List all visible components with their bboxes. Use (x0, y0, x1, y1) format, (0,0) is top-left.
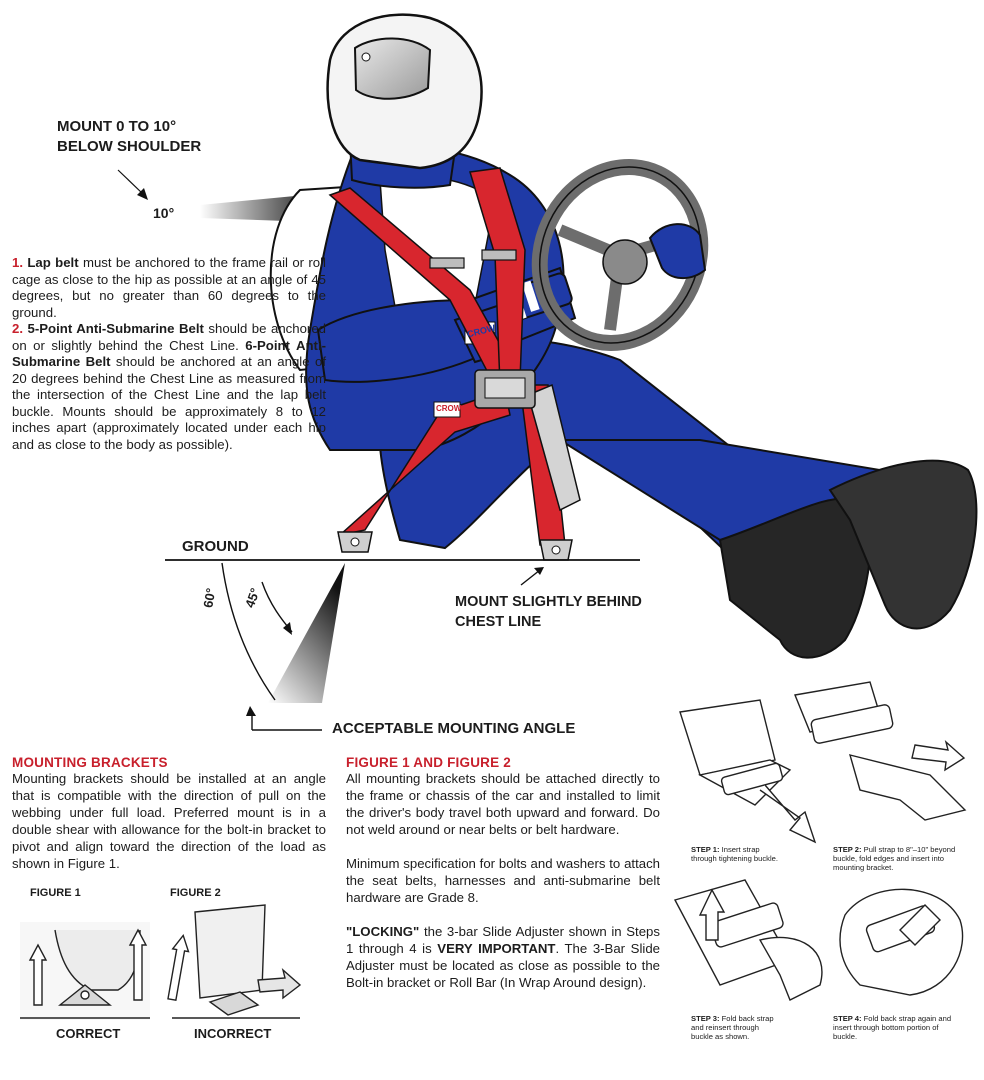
very-important-label: VERY IMPORTANT (437, 941, 555, 956)
figure2-label: FIGURE 2 (170, 887, 221, 899)
step-3-caption: STEP 3: Fold back strap and reinsert thr… (691, 1014, 783, 1041)
step-3-label: STEP 3: (691, 1014, 720, 1023)
step-2-caption: STEP 2: Pull strap to 8"–10" beyond buck… (833, 845, 968, 872)
mount-behind-line2: CHEST LINE (455, 612, 642, 632)
mounting-brackets-section: MOUNTING BRACKETS Mounting brackets shou… (12, 755, 326, 872)
step-2-art (795, 682, 965, 820)
step-4-label: STEP 4: (833, 1014, 862, 1023)
mount-shoulder-callout: MOUNT 0 TO 10° BELOW SHOULDER (57, 117, 201, 157)
mounting-brackets-body: Mounting brackets should be installed at… (12, 770, 326, 872)
shoulder-angle-label: 10° (153, 203, 174, 223)
figures-section: FIGURE 1 AND FIGURE 2 All mounting brack… (346, 755, 660, 991)
acceptable-angle-label: ACCEPTABLE MOUNTING ANGLE (332, 719, 575, 739)
crow-logo-belt: CROW (436, 404, 461, 413)
mounting-brackets-title: MOUNTING BRACKETS (12, 755, 326, 770)
item2-number: 2. (12, 321, 23, 336)
step-4-caption: STEP 4: Fold back strap again and insert… (833, 1014, 963, 1041)
mount-shoulder-line1: MOUNT 0 TO 10° (57, 117, 201, 137)
ground-label: GROUND (182, 537, 249, 557)
locking-label: "LOCKING" (346, 924, 419, 939)
helmet (328, 15, 482, 168)
step-4-art (840, 889, 963, 995)
figures-para3: "LOCKING" the 3-bar Slide Adjuster shown… (346, 923, 660, 991)
item2-heading: 5-Point Anti-Submarine Belt (28, 321, 204, 336)
mount-behind-callout: MOUNT SLIGHTLY BEHIND CHEST LINE (455, 592, 642, 632)
figures-section-title: FIGURE 1 AND FIGURE 2 (346, 755, 660, 770)
figures-para1: All mounting brackets should be attached… (346, 770, 660, 838)
figure-2-art (164, 905, 300, 1018)
angle-60-label: 60° (198, 587, 221, 610)
figure1-caption: CORRECT (56, 1026, 120, 1041)
item1-number: 1. (12, 255, 23, 270)
step-2-label: STEP 2: (833, 845, 862, 854)
lap-angle-wedge (268, 563, 345, 703)
step-1-caption: STEP 1: Insert strap through tightening … (691, 845, 783, 863)
figure1-label: FIGURE 1 (30, 887, 81, 899)
mount-behind-line1: MOUNT SLIGHTLY BEHIND (455, 592, 642, 612)
step-3-art (675, 880, 822, 1000)
step-1-art (680, 700, 815, 842)
item1-heading: Lap belt (27, 255, 78, 270)
mount-shoulder-line2: BELOW SHOULDER (57, 137, 201, 157)
belt-instructions: 1. Lap belt must be anchored to the fram… (12, 255, 326, 453)
step-1-label: STEP 1: (691, 845, 720, 854)
figures-para2: Minimum specification for bolts and wash… (346, 855, 660, 906)
figure2-caption: INCORRECT (194, 1026, 271, 1041)
figure-1-art (20, 922, 150, 1020)
